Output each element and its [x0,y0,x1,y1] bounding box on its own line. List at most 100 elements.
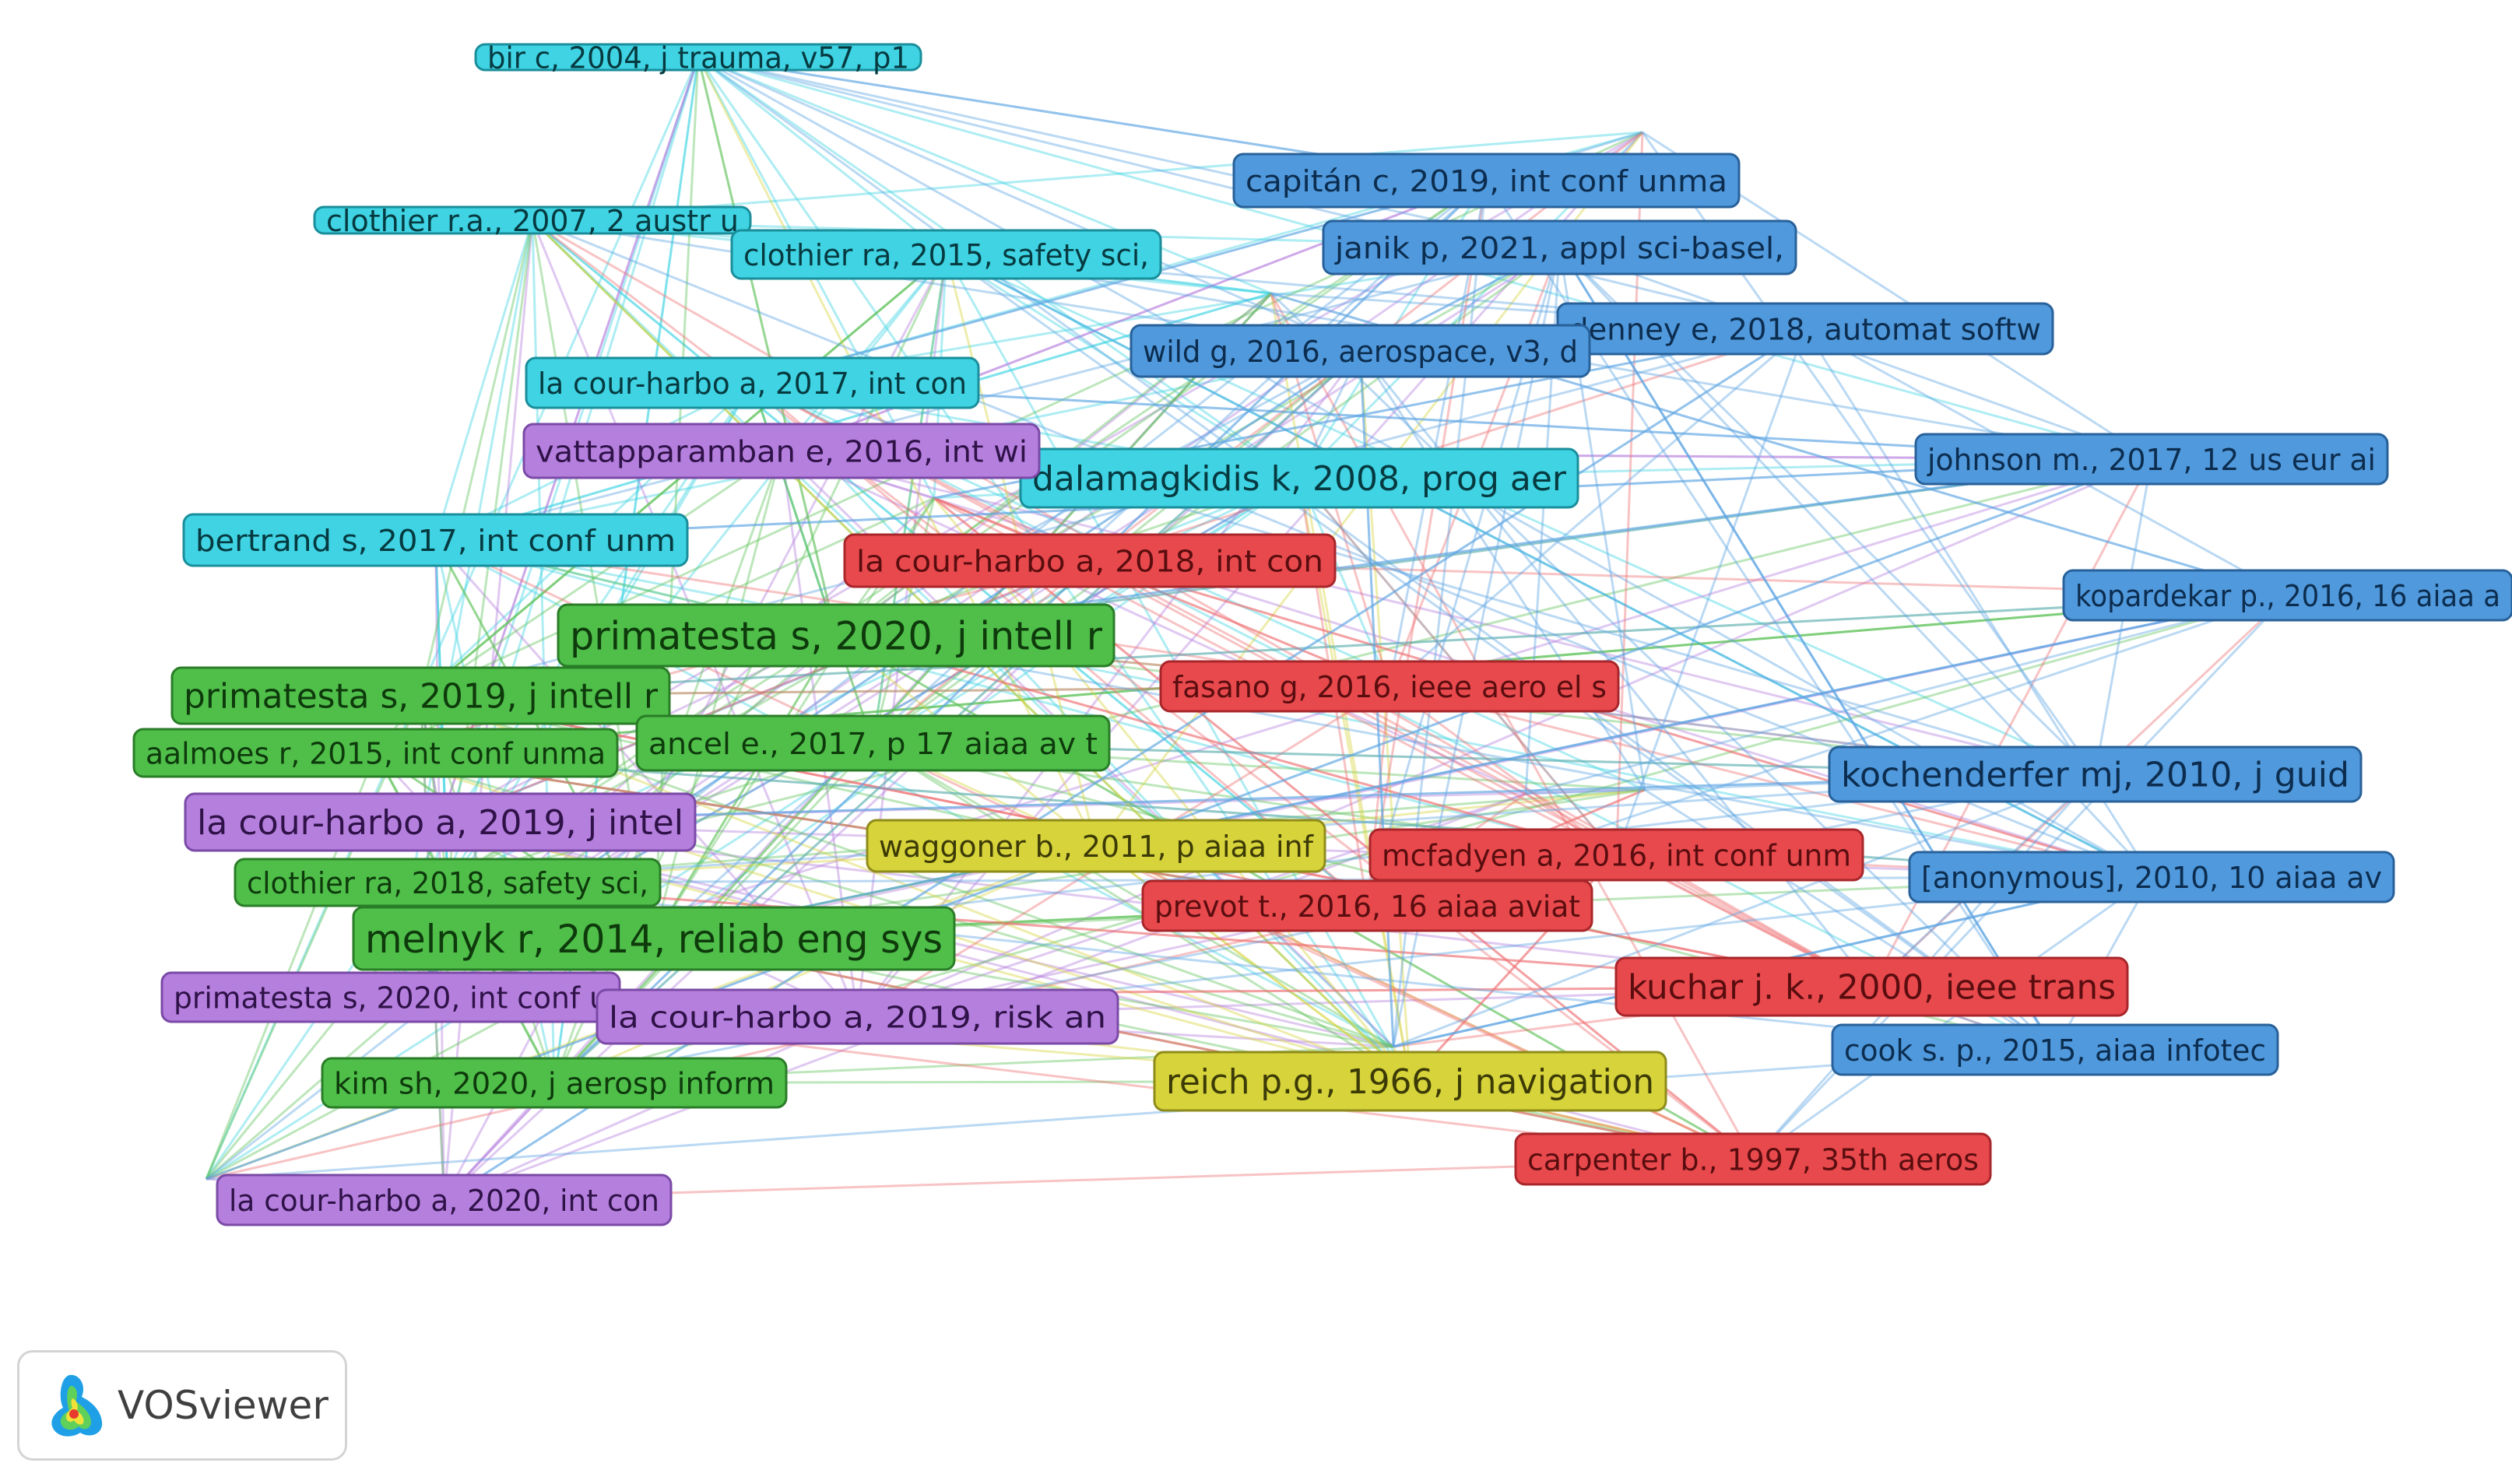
node-label: la cour-harbo a, 2019, j intel [197,803,683,843]
node-reich1966[interactable]: reich p.g., 1966, j navigation [1153,1051,1667,1112]
citation-link [420,594,2289,697]
citation-link [1095,594,2289,847]
node-lacour2019j[interactable]: la cour-harbo a, 2019, j intel [184,792,697,852]
node-label: kuchar j. k., 2000, ieee trans [1628,968,2116,1008]
node-box[interactable] [321,1057,788,1109]
citation-link [653,937,1754,1160]
node-box[interactable] [170,666,671,725]
node-lacour2019r[interactable]: la cour-harbo a, 2019, risk an [596,988,1119,1045]
node-label: johnson m., 2017, 12 us eur ai [1927,443,2376,477]
node-denney2018[interactable]: denney e, 2018, automat softw [1556,302,2054,356]
citation-link [1389,685,2152,879]
node-box[interactable] [1828,746,2363,803]
node-box[interactable] [2062,569,2512,622]
node-lacour2020[interactable]: la cour-harbo a, 2020, int con [216,1174,673,1226]
node-box[interactable] [635,714,1111,772]
citation-link [420,594,2289,697]
citation-link [835,634,1617,856]
node-box[interactable] [730,229,1162,280]
node-cook2015[interactable]: cook s. p., 2015, aiaa infotec [1831,1023,2279,1076]
citation-link [1558,247,2057,1051]
node-box[interactable] [352,906,956,971]
node-box[interactable] [1368,828,1864,882]
node-label: primatesta s, 2020, j intell r [570,614,1102,659]
citation-link [1089,560,2152,879]
node-box[interactable] [182,513,689,567]
node-box[interactable] [474,43,922,72]
node-box[interactable] [234,858,662,907]
node-johnson2017[interactable]: johnson m., 2017, 12 us eur ai [1914,433,2389,486]
citation-link [653,937,1754,1160]
citation-link [440,773,2096,823]
node-box[interactable] [1914,433,2389,486]
node-wild2016[interactable]: wild g, 2016, aerospace, v3, d [1130,324,1591,378]
node-vattapparamban2016[interactable]: vattapparamban e, 2016, int wi [522,423,1041,479]
citation-link [697,56,2056,1051]
node-label: primatesta s, 2020, int conf u [174,981,608,1016]
node-label: clothier ra, 2015, safety sci, [743,238,1149,272]
node-waggoner2011[interactable]: waggoner b., 2011, p aiaa inf [866,819,1326,873]
node-box[interactable] [866,819,1326,873]
node-kochenderfer2010[interactable]: kochenderfer mj, 2010, j guid [1828,746,2363,803]
citation-link [420,450,782,697]
node-clothier2015[interactable]: clothier ra, 2015, safety sci, [730,229,1162,280]
node-label: prevot t., 2016, 16 aiaa aviat [1154,889,1580,924]
node-kuchar2000[interactable]: kuchar j. k., 2000, ieee trans [1614,956,2129,1017]
node-label: clothier ra, 2018, safety sci, [247,866,648,900]
node-label: melnyk r, 2014, reliab eng sys [365,917,943,962]
node-box[interactable] [1514,1132,1992,1186]
node-box[interactable] [313,205,752,235]
node-ancel2017[interactable]: ancel e., 2017, p 17 aiaa av t [635,714,1111,772]
node-box[interactable] [525,356,980,409]
node-lacour2018[interactable]: la cour-harbo a, 2018, int con [843,533,1337,588]
citation-link [1558,247,2057,1051]
citation-link [933,496,1390,688]
node-clothier2007[interactable]: clothier r.a., 2007, 2 austr u [313,204,752,238]
citation-link [652,451,783,939]
node-carpenter1997[interactable]: carpenter b., 1997, 35th aeros [1514,1132,1992,1186]
node-kim2020[interactable]: kim sh, 2020, j aerosp inform [321,1057,788,1109]
node-bertrand2017[interactable]: bertrand s, 2017, int conf unm [182,513,689,567]
node-box[interactable] [1232,153,1741,209]
node-box[interactable] [1908,851,2395,903]
node-label: ancel e., 2017, p 17 aiaa av t [648,727,1098,761]
node-box[interactable] [184,792,697,852]
node-box[interactable] [132,728,619,778]
node-box[interactable] [1322,219,1797,275]
node-box[interactable] [1130,324,1591,378]
node-janik2021[interactable]: janik p, 2021, appl sci-basel, [1322,219,1797,275]
node-primatesta2020j[interactable]: primatesta s, 2020, j intell r [557,603,1115,668]
node-kopardekar2016[interactable]: kopardekar p., 2016, 16 aiaa a [2062,569,2512,622]
node-anonymous2010[interactable]: [anonymous], 2010, 10 aiaa av [1908,851,2395,903]
node-prevot2016[interactable]: prevot t., 2016, 16 aiaa aviat [1141,879,1593,932]
node-box[interactable] [1159,660,1620,713]
node-box[interactable] [1153,1051,1667,1112]
node-bir2004[interactable]: bir c, 2004, j trauma, v57, p1 [474,41,922,75]
node-box[interactable] [1141,879,1593,932]
node-dalamagkidis2008[interactable]: dalamagkidis k, 2008, prog aer [1019,447,1579,509]
citation-link [751,381,2056,1051]
node-aalmoes2015[interactable]: aalmoes r, 2015, int conf unma [132,728,619,778]
node-primatesta2020i[interactable]: primatesta s, 2020, int conf u [160,971,621,1023]
node-label: kopardekar p., 2016, 16 aiaa a [2075,579,2500,613]
node-box[interactable] [1831,1023,2279,1076]
node-box[interactable] [557,603,1115,668]
node-melnyk2014[interactable]: melnyk r, 2014, reliab eng sys [352,906,956,971]
node-box[interactable] [522,423,1041,479]
node-label: mcfadyen a, 2016, int conf unm [1382,839,1851,873]
node-box[interactable] [216,1174,673,1226]
citation-link [752,179,1487,384]
node-mcfadyen2016[interactable]: mcfadyen a, 2016, int conf unm [1368,828,1864,882]
node-box[interactable] [1614,956,2129,1017]
node-label: denney e, 2018, automat softw [1569,313,2041,347]
node-lacour2017[interactable]: la cour-harbo a, 2017, int con [525,356,980,409]
node-capitan2019[interactable]: capitán c, 2019, int conf unma [1232,153,1741,209]
node-label: fasano g, 2016, ieee aero el s [1172,670,1607,704]
node-clothier2018[interactable]: clothier ra, 2018, safety sci, [234,858,662,907]
citation-link [440,773,2096,823]
node-fasano2016[interactable]: fasano g, 2016, ieee aero el s [1159,660,1620,713]
node-primatesta2019[interactable]: primatesta s, 2019, j intell r [170,666,671,725]
node-label: carpenter b., 1997, 35th aeros [1527,1143,1979,1177]
node-box[interactable] [596,988,1119,1045]
node-box[interactable] [843,533,1337,588]
